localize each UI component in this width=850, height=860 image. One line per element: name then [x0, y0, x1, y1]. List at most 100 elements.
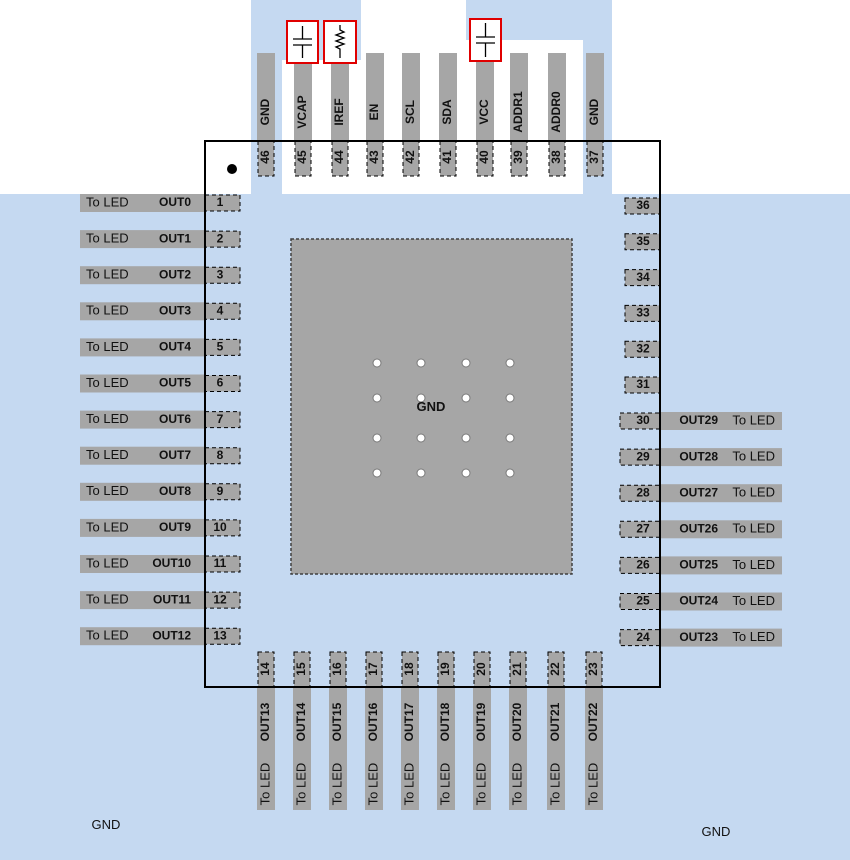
vcc-capacitor — [469, 18, 502, 62]
pin-name-19: OUT18 — [438, 702, 452, 741]
left-conn-10: To LED — [86, 519, 129, 534]
right-pad-29 — [619, 448, 661, 466]
pin-number-20: 20 — [474, 662, 488, 676]
pin-number-3: 3 — [217, 267, 224, 281]
thermal-via — [461, 468, 471, 478]
left-trace-4 — [80, 302, 205, 321]
pin-number-36: 36 — [636, 198, 650, 212]
bottom-trace-16 — [329, 687, 347, 810]
left-conn-12: To LED — [86, 592, 129, 607]
left-conn-2: To LED — [86, 231, 129, 246]
pin-number-27: 27 — [636, 521, 650, 535]
pin-number-29: 29 — [636, 449, 650, 463]
left-trace-10 — [80, 518, 205, 537]
thermal-via — [372, 433, 382, 443]
pin-number-14: 14 — [258, 662, 272, 676]
bottom-conn-17: To LED — [365, 763, 380, 806]
left-trace-13 — [80, 627, 205, 646]
pin-name-20: OUT19 — [474, 702, 488, 741]
pin-number-41: 41 — [440, 150, 454, 164]
pin-name-2: OUT1 — [159, 231, 191, 245]
bottom-conn-15: To LED — [293, 763, 308, 806]
pin-name-18: OUT17 — [402, 702, 416, 741]
pin-name-22: OUT21 — [548, 702, 562, 741]
bottom-conn-19: To LED — [437, 763, 452, 806]
thermal-pad-label: GND — [417, 399, 446, 414]
pin-number-25: 25 — [636, 594, 650, 608]
pin-number-24: 24 — [636, 630, 650, 644]
thermal-via — [461, 358, 471, 368]
right-conn-28: To LED — [732, 485, 775, 500]
left-conn-6: To LED — [86, 375, 129, 390]
right-conn-25: To LED — [732, 593, 775, 608]
pin-number-4: 4 — [217, 303, 224, 317]
left-conn-3: To LED — [86, 267, 129, 282]
left-trace-9 — [80, 482, 205, 501]
top-trace-44 — [331, 53, 349, 141]
right-conn-30: To LED — [732, 412, 775, 427]
pin-number-5: 5 — [217, 340, 224, 354]
thermal-via — [505, 433, 515, 443]
thermal-via — [416, 358, 426, 368]
thermal-via-array — [372, 358, 515, 478]
right-trace-24 — [660, 628, 782, 647]
pin-name-13: OUT12 — [152, 628, 191, 642]
left-trace-12 — [80, 591, 205, 610]
pin-number-9: 9 — [217, 484, 224, 498]
bottom-conn-23: To LED — [585, 763, 600, 806]
pin1-marker-dot — [227, 164, 237, 174]
thermal-via — [416, 433, 426, 443]
left-conn-4: To LED — [86, 303, 129, 318]
left-trace-1 — [80, 194, 205, 212]
pin-name-15: OUT14 — [294, 702, 308, 741]
bottom-trace-22 — [547, 687, 565, 810]
thermal-via — [505, 468, 515, 478]
pin-name-37: GND — [587, 98, 601, 125]
pin-name-23: OUT22 — [586, 702, 600, 741]
pin-name-41: SDA — [440, 99, 454, 125]
pin-number-44: 44 — [332, 150, 346, 164]
pin-name-9: OUT8 — [159, 484, 191, 498]
pin-number-16: 16 — [330, 662, 344, 676]
bottom-trace-18 — [401, 687, 419, 810]
left-conn-13: To LED — [86, 628, 129, 643]
pin-name-29: OUT28 — [679, 449, 718, 463]
pin-number-42: 42 — [403, 150, 417, 164]
pin-number-22: 22 — [548, 662, 562, 676]
left-conn-1: To LED — [86, 194, 129, 209]
pin-number-45: 45 — [295, 150, 309, 164]
right-trace-27 — [660, 520, 782, 539]
pin-number-19: 19 — [438, 662, 452, 676]
thermal-via — [505, 358, 515, 368]
pin-number-18: 18 — [402, 662, 416, 676]
bottom-conn-18: To LED — [401, 763, 416, 806]
right-conn-26: To LED — [732, 557, 775, 572]
pin-number-34: 34 — [636, 270, 650, 284]
plane-label-gnd-left: GND — [92, 817, 121, 832]
bottom-trace-20 — [473, 687, 491, 810]
thermal-via — [372, 468, 382, 478]
pin-name-44: IREF — [332, 98, 346, 125]
top-trace-39 — [510, 53, 528, 141]
thermal-via — [461, 433, 471, 443]
pin-number-37: 37 — [587, 150, 601, 164]
top-trace-42 — [402, 53, 420, 141]
right-pad-25 — [619, 593, 661, 610]
pin-number-33: 33 — [636, 306, 650, 320]
bottom-conn-21: To LED — [509, 763, 524, 806]
bottom-conn-14: To LED — [257, 763, 272, 806]
pin-number-2: 2 — [217, 231, 224, 245]
pin-name-10: OUT9 — [159, 520, 191, 534]
pin-name-25: OUT24 — [679, 594, 718, 608]
pin-number-11: 11 — [214, 556, 227, 570]
pin-number-7: 7 — [217, 412, 224, 426]
pin-number-46: 46 — [258, 150, 272, 164]
pin-name-28: OUT27 — [679, 485, 718, 499]
bottom-conn-16: To LED — [329, 763, 344, 806]
pin-number-1: 1 — [217, 195, 224, 209]
chip-outline — [204, 140, 661, 688]
left-trace-6 — [80, 374, 205, 393]
thermal-via — [372, 358, 382, 368]
pin-number-43: 43 — [367, 150, 381, 164]
pin-name-17: OUT16 — [366, 702, 380, 741]
